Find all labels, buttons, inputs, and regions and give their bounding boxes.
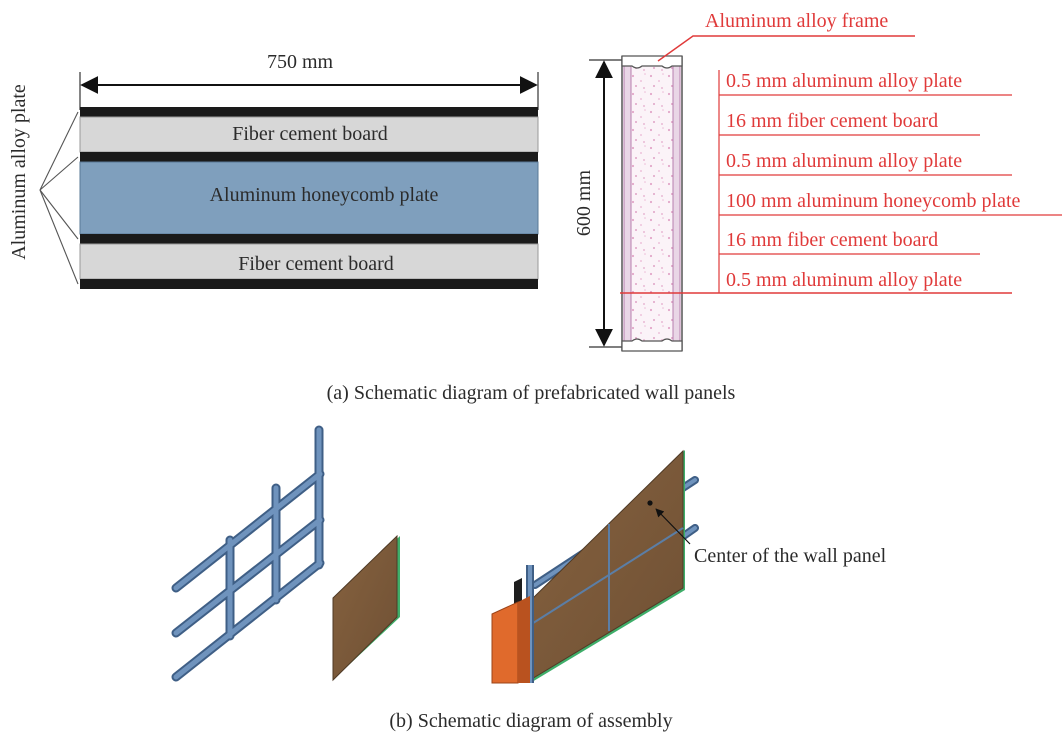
height-dimension-label: 600 mm <box>573 170 595 237</box>
frame-leader-line <box>657 35 915 62</box>
section-layer-label: 0.5 mm aluminum alloy plate <box>726 269 962 291</box>
top-fiber-cement-board <box>79 116 539 153</box>
center-leader-arrow <box>655 508 691 545</box>
wall-center-dot <box>647 500 653 506</box>
section-bottom-frame <box>621 338 683 352</box>
caption-a: (a) Schematic diagram of prefabricated w… <box>327 382 736 404</box>
bottom-aluminum-plate <box>80 279 538 289</box>
wall-center-label: Center of the wall panel <box>694 545 887 567</box>
section-layer-label: 0.5 mm aluminum alloy plate <box>726 150 962 172</box>
honeycomb-core-label: Aluminum honeycomb plate <box>210 184 439 206</box>
section-layer-label: 0.5 mm aluminum alloy plate <box>726 70 962 92</box>
middle-aluminum-plate-bottom <box>80 234 538 244</box>
bottom-fiber-cement-board <box>79 243 539 280</box>
caption-b: (b) Schematic diagram of assembly <box>389 710 672 732</box>
assembled-wall <box>491 449 699 684</box>
vertical-section: 600 mm Aluminum alloy frame 0.5 mm alumi… <box>573 10 1062 352</box>
section-layer-label: 16 mm fiber cement board <box>726 229 938 251</box>
section-right-board <box>672 57 681 350</box>
width-dimension-label: 750 mm <box>267 51 334 73</box>
section-layer-label: 16 mm fiber cement board <box>726 110 938 132</box>
section-top-frame <box>621 55 683 69</box>
single-wall-panel <box>332 534 400 682</box>
middle-aluminum-plate-top <box>80 152 538 162</box>
bottom-board-label: Fiber cement board <box>238 253 394 275</box>
plate-leader-lines <box>39 111 79 285</box>
aluminum-plate-side-label: Aluminum alloy plate <box>8 84 30 260</box>
top-aluminum-plate <box>80 107 538 117</box>
top-board-label: Fiber cement board <box>232 123 388 145</box>
assembly-frame-isometric <box>171 425 325 682</box>
frame-label: Aluminum alloy frame <box>705 10 888 32</box>
honeycomb-core <box>79 161 539 235</box>
section-left-board <box>623 57 632 350</box>
section-core-texture <box>631 60 673 347</box>
section-layer-label: 100 mm aluminum honeycomb plate <box>726 190 1021 212</box>
layered-panel-section: 750 mm Fiber cement board Aluminum honey… <box>8 51 539 289</box>
